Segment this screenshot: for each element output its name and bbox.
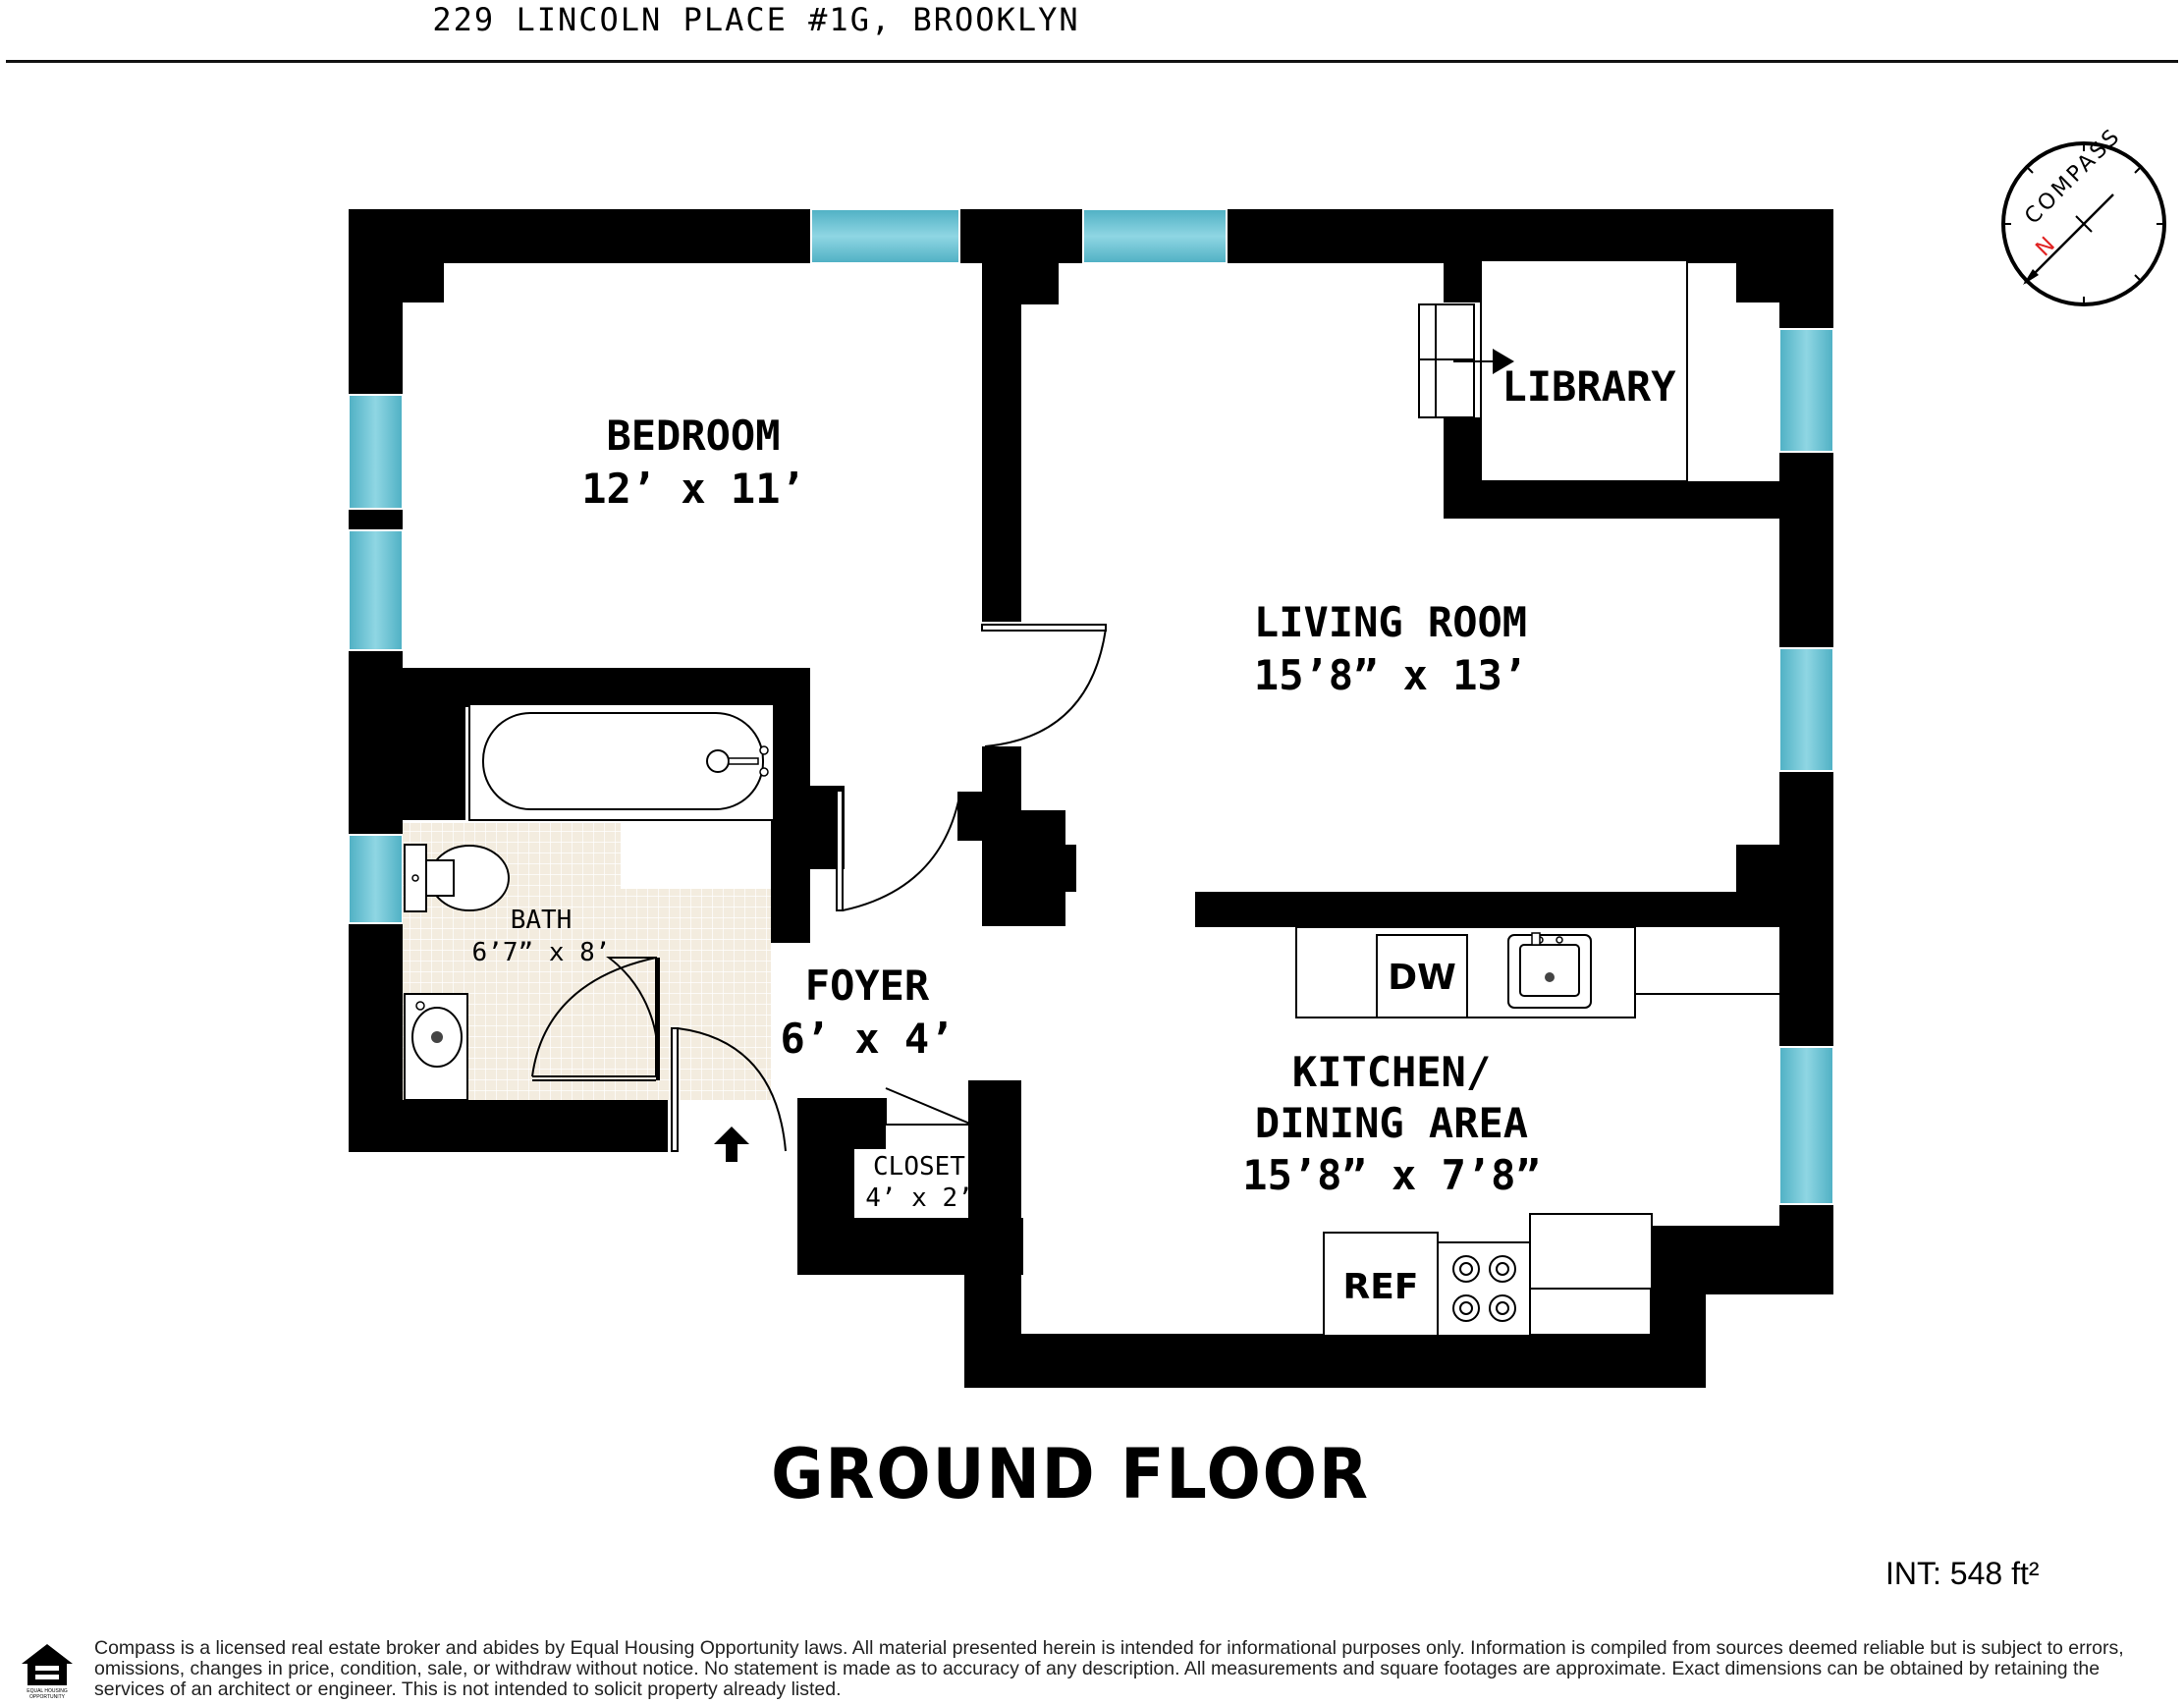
closet-dims: 4’ x 2’	[865, 1183, 973, 1213]
refrigerator-label: REF	[1343, 1267, 1419, 1307]
header-divider	[6, 60, 2178, 63]
compass-icon: N COMPASS	[2001, 124, 2166, 306]
bath-label: BATH	[511, 906, 573, 935]
library-label: LIBRARY	[1502, 362, 1676, 411]
legal-disclaimer: Compass is a licensed real estate broker…	[94, 1637, 2124, 1700]
kitchen-label-line1: KITCHEN/	[1292, 1048, 1491, 1096]
living-room-dims: 15’8” x 13’	[1254, 651, 1527, 699]
windows	[348, 208, 1834, 1205]
foyer-label: FOYER	[805, 962, 930, 1010]
svg-text:EQUAL HOUSING: EQUAL HOUSING	[27, 1688, 68, 1694]
bedroom-label: BEDROOM	[606, 412, 780, 460]
foyer-dims: 6’ x 4’	[780, 1015, 954, 1063]
toilet	[404, 844, 510, 912]
listing-address: 229 LINCOLN PLACE #1G, BROOKLYN	[432, 1, 1080, 38]
interior-area: INT: 548 ft²	[1885, 1556, 2040, 1591]
bathroom	[403, 703, 775, 1101]
stove	[1437, 1241, 1531, 1337]
library-shelf	[1480, 259, 1688, 482]
bedroom-dims: 12’ x 11’	[581, 465, 805, 513]
floor-title: GROUND FLOOR	[771, 1434, 1370, 1514]
svg-text:OPPORTUNITY: OPPORTUNITY	[29, 1694, 66, 1699]
entry-arrow-icon	[714, 1127, 749, 1162]
dishwasher	[1376, 934, 1468, 1018]
living-room-label: LIVING ROOM	[1254, 598, 1527, 646]
kitchen-label-line2: DINING AREA	[1255, 1099, 1528, 1147]
kitchen-fixtures	[1295, 926, 1779, 1337]
dishwasher-label: DW	[1388, 958, 1456, 998]
library-arrow-icon	[1493, 349, 1514, 374]
kitchen-dims: 15’8” x 7’8”	[1242, 1151, 1540, 1199]
bath-dims: 6’7” x 8’	[472, 938, 611, 967]
closet-label: CLOSET	[873, 1152, 965, 1182]
bath-sink	[404, 993, 468, 1101]
equal-housing-logo-icon: EQUAL HOUSING OPPORTUNITY	[22, 1644, 73, 1699]
kitchen-side-counter	[1529, 1213, 1653, 1290]
